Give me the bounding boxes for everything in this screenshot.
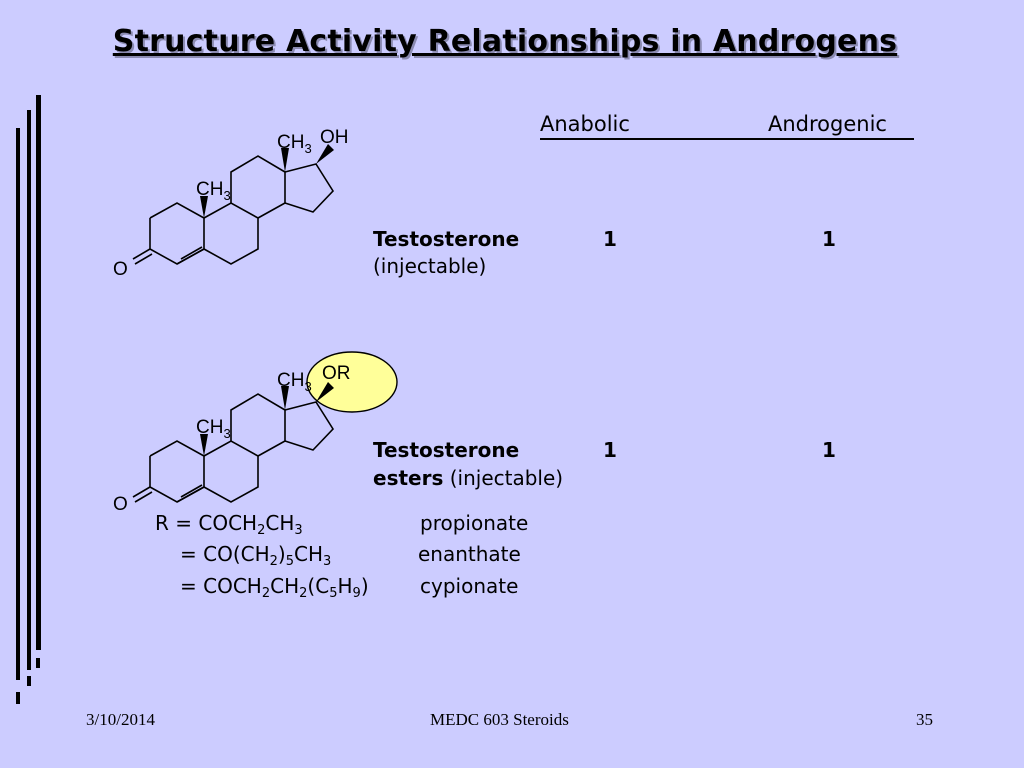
androgenic-value: 1 xyxy=(822,227,836,251)
androgenic-value: 1 xyxy=(822,438,836,462)
header-anabolic: Anabolic xyxy=(540,112,630,136)
footer-page-number: 35 xyxy=(916,710,933,729)
decorative-bar xyxy=(36,95,41,650)
highlight-ellipse xyxy=(306,351,398,413)
footer-course: MEDC 603 Steroids xyxy=(430,710,569,729)
testosterone-ester-structure: CH3 CH3 OR O xyxy=(113,351,398,515)
header-androgenic: Androgenic xyxy=(768,112,887,136)
compound-name: Testosterone xyxy=(373,438,520,462)
ester-name: propionate xyxy=(420,511,529,535)
compound-name-line2: esters (injectable) xyxy=(373,466,563,490)
footer-date: 3/10/2014 xyxy=(86,710,155,729)
ketone-oxygen-label: O xyxy=(113,259,128,280)
decorative-bar xyxy=(16,128,20,680)
decorative-bar xyxy=(27,676,31,686)
slide-title: Structure Activity Relationships in Andr… xyxy=(112,24,898,59)
ketone-oxygen-label: O xyxy=(113,494,128,515)
methyl-label: CH3 xyxy=(196,179,231,203)
compound-name: Testosterone xyxy=(373,227,520,251)
compound-route: (injectable) xyxy=(373,254,487,278)
ester-formula: = CO(CH2)5CH3 xyxy=(180,542,332,569)
header-underline xyxy=(540,138,914,140)
ester-formula: = COCH2CH2(C5H9) xyxy=(180,574,369,601)
compound-route: (injectable) xyxy=(449,466,564,490)
anabolic-value: 1 xyxy=(603,227,617,251)
methyl-label: CH3 xyxy=(277,132,312,156)
ester-name: enanthate xyxy=(418,542,521,566)
decorative-bar xyxy=(36,658,40,668)
anabolic-value: 1 xyxy=(603,438,617,462)
methyl-label: CH3 xyxy=(196,417,231,441)
testosterone-structure: CH3 CH3 OH O xyxy=(113,127,349,280)
decorative-bar xyxy=(27,110,31,670)
ester-name: cypionate xyxy=(420,574,519,598)
compound-name-esters: esters xyxy=(373,466,444,490)
decorative-bar xyxy=(16,692,20,704)
methyl-label: CH3 xyxy=(277,370,312,394)
hydroxyl-label: OH xyxy=(320,127,349,148)
ester-group-label: OR xyxy=(322,363,351,384)
ester-formula: R = COCH2CH3 xyxy=(155,511,303,538)
